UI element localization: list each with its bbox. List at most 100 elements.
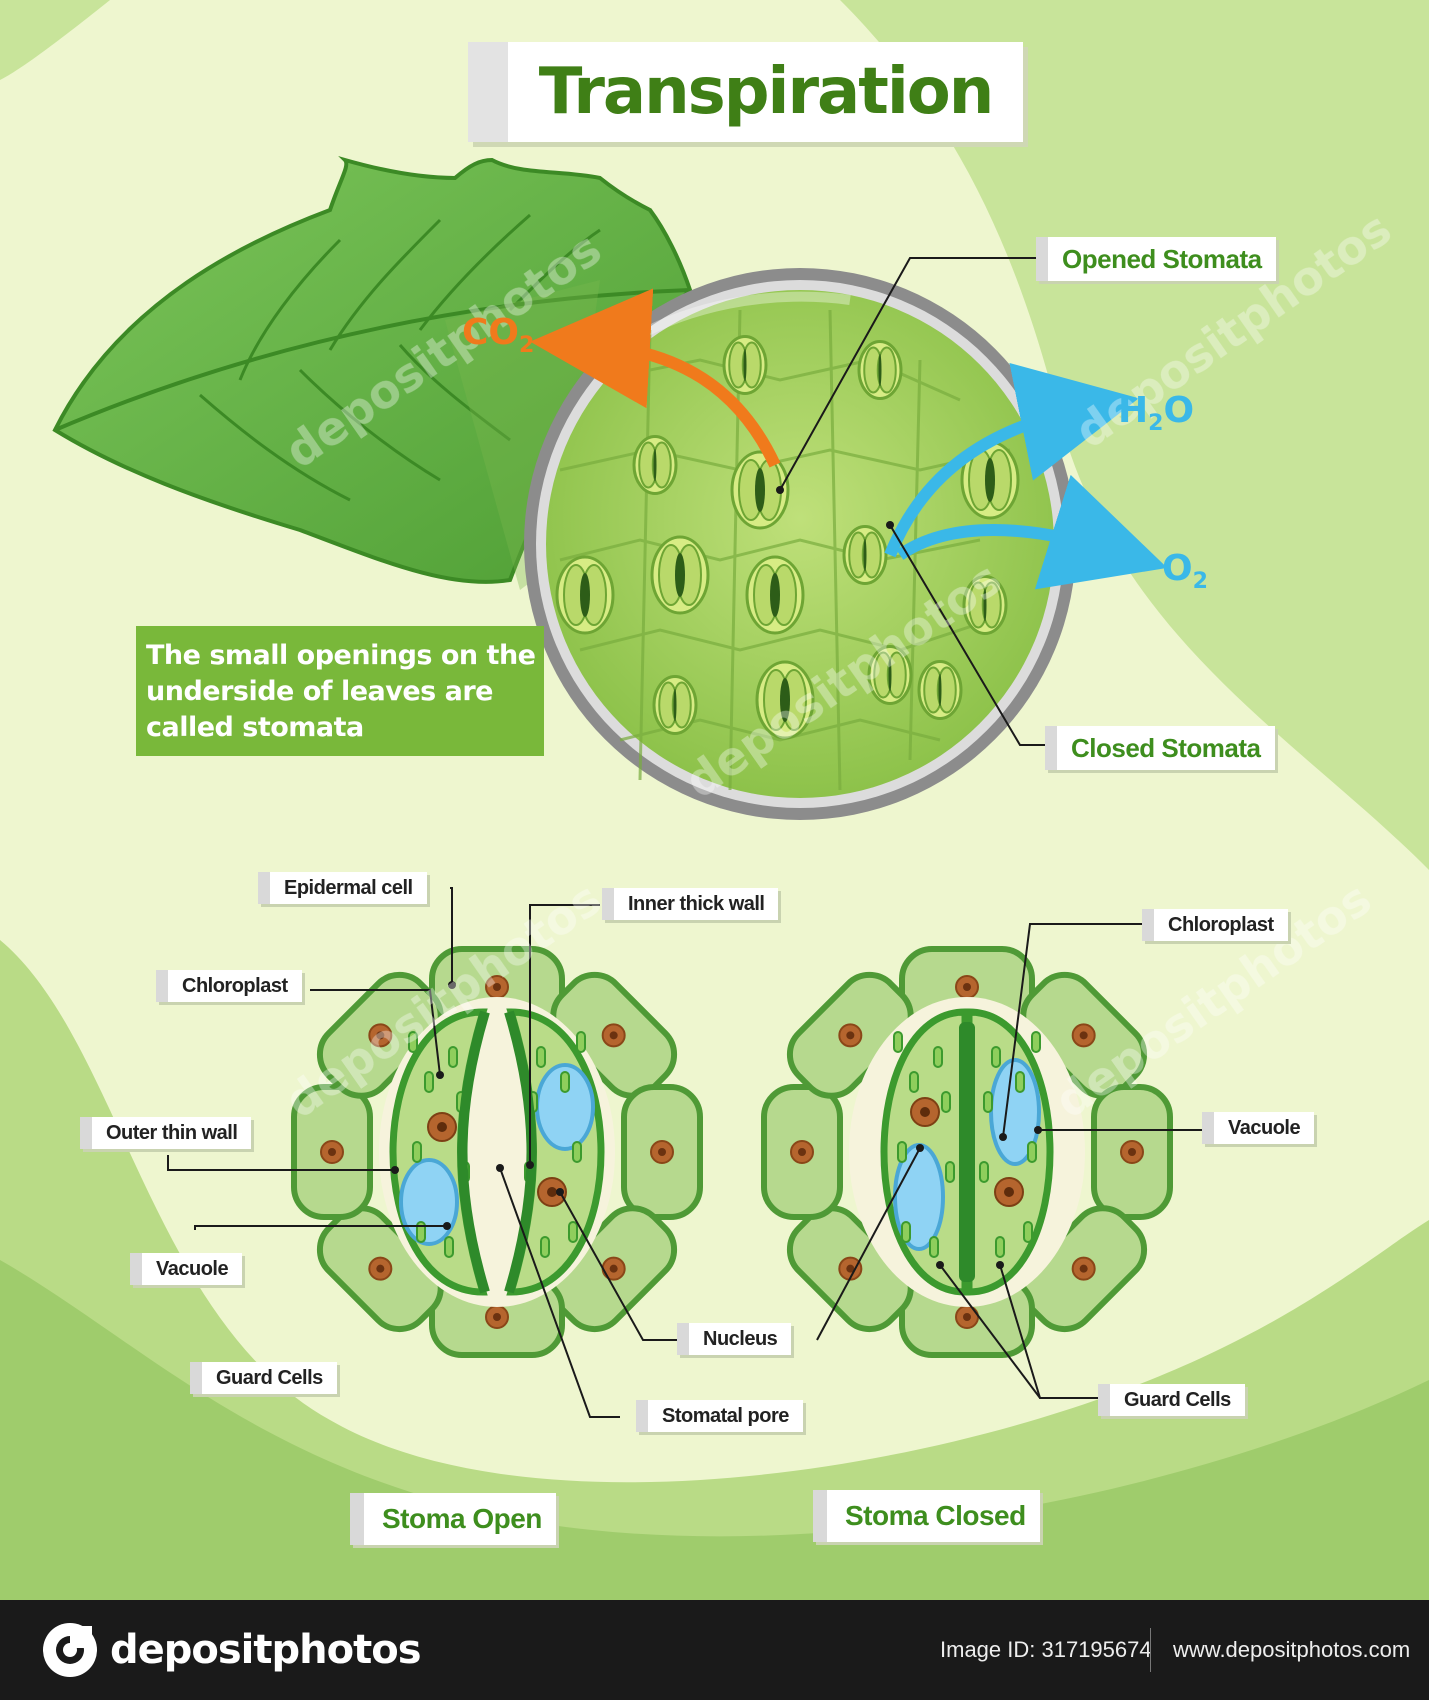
stoma-closed-caption: Stoma Closed (813, 1490, 1040, 1542)
vacuole-open-text: Vacuole (156, 1258, 229, 1280)
leaf-illustration (52, 155, 693, 584)
chloroplast (424, 1071, 434, 1093)
co2-sub: 2 (519, 333, 535, 359)
chloroplast (412, 1141, 422, 1163)
chloroplast (893, 1031, 903, 1053)
co2-label: CO2 (462, 312, 534, 358)
chloroplast (901, 1221, 911, 1243)
chloroplast (536, 1046, 546, 1068)
h2o-h: H (1118, 390, 1149, 431)
opened-stomata-label: Opened Stomata (1036, 237, 1276, 281)
depositphotos-logo-icon (43, 1623, 97, 1677)
chloroplast (560, 1071, 570, 1093)
page-title: Transpiration (538, 55, 995, 129)
chloroplast (933, 1046, 943, 1068)
chloroplast (979, 1161, 989, 1183)
chloroplast (995, 1236, 1005, 1258)
image-id: Image ID: 317195674 (940, 1637, 1152, 1662)
title-banner: Transpiration (468, 42, 1023, 142)
footer-bar: depositphotos Image ID: 317195674 www.de… (0, 1600, 1429, 1700)
stoma-small (842, 525, 888, 585)
o2-base: O (1162, 548, 1193, 589)
chloroplast (444, 1236, 454, 1258)
leader-lines-bottom (167, 887, 1202, 1418)
outer-thin-wall-text: Outer thin wall (106, 1122, 238, 1144)
closed-stomata-text: Closed Stomata (1071, 733, 1261, 763)
chloroplast (408, 1031, 418, 1053)
o2-arrow (896, 474, 1168, 590)
stomatal-pore-text: Stomatal pore (662, 1405, 789, 1427)
epidermal-cell-text: Epidermal cell (284, 877, 413, 899)
chloroplast-label-open: Chloroplast (156, 970, 302, 1002)
nucleus-text: Nucleus (703, 1328, 778, 1350)
epidermal-cell (1091, 1084, 1173, 1220)
stoma-small (857, 340, 903, 400)
chloroplast (897, 1141, 907, 1163)
h2o-label: H2O (1118, 390, 1194, 436)
nucleus-label: Nucleus (677, 1323, 792, 1355)
magnified-epidermis (524, 268, 1076, 820)
footer-separator (1150, 1628, 1151, 1672)
chloroplast (929, 1236, 939, 1258)
guard-cells-closed-text: Guard Cells (1124, 1389, 1231, 1411)
chloroplast (983, 1091, 993, 1113)
chloroplast-closed-text: Chloroplast (1168, 914, 1274, 936)
stoma-small (632, 435, 678, 495)
bg-swirl-bottom (0, 940, 1429, 1600)
stomata-note: The small openings on the underside of l… (136, 626, 544, 756)
guard-cell (880, 1008, 969, 1296)
stoma-small (960, 440, 1020, 520)
closed-stomata-label: Closed Stomata (1045, 726, 1275, 770)
o2-label: O2 (1162, 548, 1208, 594)
chloroplast (540, 1236, 550, 1258)
stoma-small (917, 660, 963, 720)
chloroplast-label-closed: Chloroplast (1142, 909, 1288, 941)
inner-thick-wall-label: Inner thick wall (602, 888, 779, 920)
guard-cells-open-text: Guard Cells (216, 1367, 323, 1389)
epidermal-cell-label: Epidermal cell (258, 872, 427, 904)
stoma-small (962, 575, 1008, 635)
stomatal-pore-closed (959, 1022, 975, 1282)
stoma-small (555, 555, 615, 635)
h2o-sub: 2 (1148, 411, 1164, 437)
chloroplast (945, 1161, 955, 1183)
opened-stomata-text: Opened Stomata (1062, 244, 1262, 274)
footer-url[interactable]: www.depositphotos.com (1173, 1637, 1411, 1662)
co2-base: CO (462, 312, 520, 353)
stoma-small (867, 645, 913, 705)
epidermal-cell (621, 1084, 703, 1220)
chloroplast (572, 1141, 582, 1163)
h2o-o: O (1163, 390, 1195, 431)
chloroplast (568, 1221, 578, 1243)
stoma-small (722, 335, 768, 395)
vacuole-label-closed: Vacuole (1202, 1112, 1315, 1144)
inner-thick-wall-text: Inner thick wall (628, 893, 765, 915)
footer-brand[interactable]: depositphotos (110, 1627, 422, 1673)
stoma-open-caption: Stoma Open (350, 1493, 556, 1545)
vacuole-closed-text: Vacuole (1228, 1117, 1301, 1139)
chloroplast (576, 1031, 586, 1053)
chloroplast (448, 1046, 458, 1068)
chloroplast (941, 1091, 951, 1113)
chloroplast (1031, 1031, 1041, 1053)
guard-cell (506, 1008, 605, 1296)
stoma-small (755, 660, 815, 740)
stoma-small (745, 555, 805, 635)
epidermal-cell (291, 1084, 373, 1220)
co2-arrow (530, 288, 781, 468)
h2o-arrow (884, 362, 1139, 558)
stomatal-pore-label: Stomatal pore (636, 1400, 803, 1432)
guard-cell (965, 1008, 1054, 1296)
chloroplast (1023, 1221, 1033, 1243)
stoma-open-text: Stoma Open (382, 1503, 542, 1534)
epidermal-cell (761, 1084, 843, 1220)
guard-cells-label-closed: Guard Cells (1098, 1384, 1245, 1416)
guard-cells-label-open: Guard Cells (190, 1362, 337, 1394)
stoma-small (650, 535, 710, 615)
stoma-small (730, 450, 790, 530)
vacuole-label-open: Vacuole (130, 1253, 243, 1285)
chloroplast-open-text: Chloroplast (182, 975, 288, 997)
stoma-open-diagram (291, 946, 703, 1358)
